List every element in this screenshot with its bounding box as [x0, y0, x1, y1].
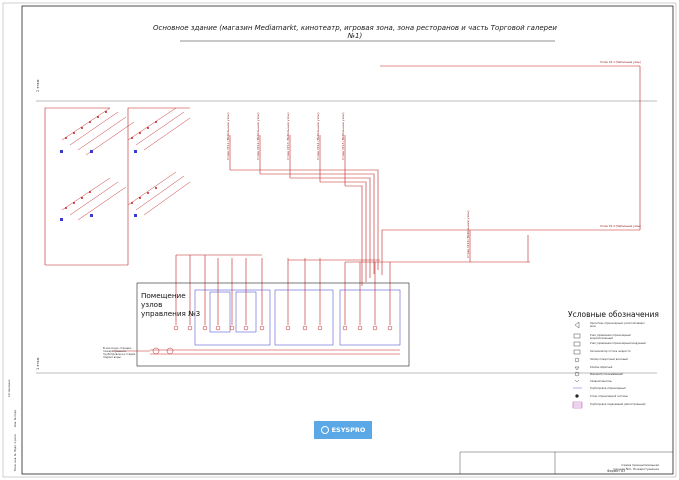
level-label-upper: 2 этаж: [36, 79, 40, 92]
riser-label: Стояк СП-2 (Небольшие узлы): [256, 112, 260, 160]
pipe-feed-e: [345, 185, 363, 286]
legend-item: Стояк спринклерной системы: [590, 395, 628, 398]
legend-item: Сигнализатор потока жидкости: [590, 350, 631, 353]
valve-symbols-upper: [60, 150, 137, 221]
legend-item: Клапан обратный: [590, 366, 613, 369]
legend-item: Манометр показывающий: [590, 373, 623, 376]
stamp-field: Взам. инв. №: [14, 453, 17, 471]
legend-symbols: [572, 321, 583, 409]
pipe-network: [44, 65, 641, 355]
title-block-line: Схема принципиальная: [621, 463, 659, 467]
pipe-feed-a: [230, 169, 379, 270]
riser-label: Стояк СП-4 (Небольшие узлы): [316, 112, 320, 160]
panel-room-title: Помещение узлов управления №3: [141, 291, 201, 318]
approval-stamp: Согласовано Инв. № подл. Подп. и дата Вз…: [6, 367, 22, 471]
valve-nodes: [152, 325, 393, 355]
pipe-right-branch: [381, 229, 640, 275]
level-label-lower: 1 этаж: [36, 357, 40, 370]
valve-node-frames: [194, 289, 401, 346]
page-title: Основное здание (магазин Mediamarkt, кин…: [153, 24, 557, 40]
sprinkler-heads: [65, 111, 157, 209]
legend-item: Узел управления спринклерный воздушный: [590, 342, 646, 345]
legend-item: Ороситель спринклерный, розеткой вверх/в…: [590, 322, 645, 328]
riser-label: Стояк СП-3 (Небольшие узлы): [286, 112, 290, 160]
logo-text: ESYSPRO: [331, 426, 366, 434]
pipe-group-riser: [127, 107, 190, 265]
title-block-line: Секция №3. Пожаротушение: [613, 467, 659, 471]
right-label: Стояк СУ-2 (Небольшие узлы): [600, 225, 641, 228]
stamp-field: Инв. № подл.: [14, 409, 17, 427]
sheet-format: Формат А3: [607, 469, 626, 473]
stamp-label: Согласовано: [8, 379, 11, 397]
riser-label: Стояк СП-6 (Небольшие узлы): [466, 210, 470, 258]
legend-item: Затвор поворотный дисковый: [590, 358, 628, 361]
right-label: Стояк СУ-1 (Небольшие узлы): [600, 61, 641, 64]
riser-label: Стояк СП-1 (Небольшие узлы): [226, 112, 230, 160]
title-block-lines: [459, 451, 673, 474]
inlet-note: В насосную станцию пожаротушения, трубоп…: [103, 347, 136, 359]
pipe-feed-d: [320, 181, 367, 282]
riser-label: Стояк СП-5 (Небольшие узлы): [341, 112, 345, 160]
company-logo: ESYSPRO: [314, 421, 372, 439]
stamp-field: Подп. и дата: [14, 434, 17, 452]
pipe-feed-c: [290, 177, 371, 278]
pipe-left-riser: [44, 107, 110, 265]
panel-room-frame: [136, 282, 410, 367]
legend-item: Трубопровод подводящий (магистральный): [590, 403, 646, 406]
logo-mark-icon: [320, 426, 329, 434]
legend-item: Сливной вентиль: [590, 380, 612, 383]
legend-title: Условные обозначения: [568, 310, 659, 319]
sprinkler-branches: [61, 107, 191, 221]
legend-item: Трубопровод спринклерный: [590, 387, 626, 390]
pipe-feed-b: [260, 173, 375, 274]
inner-frame: [21, 5, 674, 475]
legend-item: Узел управления спринклерный водозаполне…: [590, 334, 631, 340]
